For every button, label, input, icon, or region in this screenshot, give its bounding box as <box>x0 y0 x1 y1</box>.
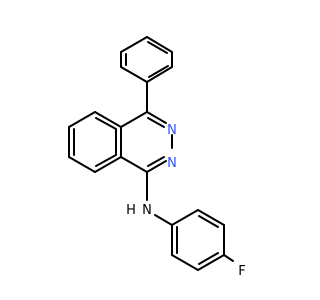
atom-label-f: F <box>238 264 245 279</box>
pyridazine-ring <box>120 111 173 173</box>
benzo-ring <box>68 111 122 173</box>
bond-c-f <box>223 254 234 262</box>
atom-label-n2: N <box>167 156 177 171</box>
structural-formula: N N N H F <box>68 36 246 279</box>
atom-label-nh-n: N <box>142 203 152 218</box>
atom-label-n3: N <box>167 123 177 138</box>
phenyl-ring <box>120 36 173 83</box>
bond-nh-aryl <box>154 214 173 226</box>
fluorophenyl-ring <box>171 209 225 271</box>
structure-canvas: N N N H F <box>68 36 246 279</box>
atom-label-nh-h: H <box>126 203 136 218</box>
